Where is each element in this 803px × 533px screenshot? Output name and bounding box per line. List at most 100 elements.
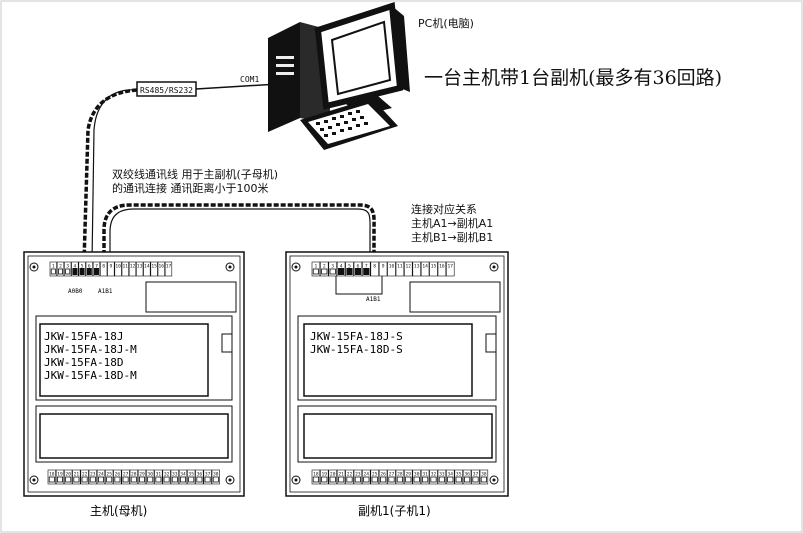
master-top-terminal-7: 7: [92, 261, 101, 277]
master-top-terminal-number: 5: [81, 264, 84, 270]
master-bottom-terminal-24: 24: [96, 469, 106, 485]
slave-top-terminal-2: 2: [320, 261, 329, 277]
slave-top-terminal-9: 9: [378, 261, 388, 277]
master-bottom-terminal-31: 31: [154, 469, 163, 485]
master-top-terminal-4: 4: [71, 261, 79, 277]
slave-bottom-terminal-number: 33: [439, 472, 445, 478]
master-bottom-terminal-21: 21: [72, 469, 81, 485]
master-bottom-terminal-number: 33: [172, 472, 178, 478]
slave-bottom-terminal-35: 35: [454, 469, 463, 485]
master-top-terminal-2: 2: [56, 261, 65, 277]
slave-bottom-terminal-number: 34: [448, 472, 454, 478]
master-top-terminal-number: 4: [74, 264, 77, 270]
slave-bottom-terminal-number: 20: [330, 472, 336, 478]
slave-bottom-terminal-37: 37: [471, 469, 480, 485]
master-bottom-terminal-number: 34: [180, 472, 186, 478]
slave-top-terminal-17: 17: [446, 261, 455, 277]
master-bottom-terminal-number: 23: [90, 472, 96, 478]
master-bottom-terminal-34: 34: [178, 469, 188, 485]
slave-top-terminal-3: 3: [328, 261, 337, 277]
master-top-terminal-6: 6: [85, 261, 93, 277]
master-top-terminal-15: 15: [150, 261, 158, 277]
slave-bottom-terminal-36: 36: [462, 469, 472, 485]
master-bottom-terminal-number: 22: [82, 472, 88, 478]
slave-top-terminal-13: 13: [412, 261, 421, 277]
master-bottom-terminal-25: 25: [105, 469, 114, 485]
master-bottom-terminal-number: 28: [131, 472, 137, 478]
master-top-terminal-14: 14: [143, 261, 151, 277]
master-top-terminal-11: 11: [121, 261, 129, 277]
slave-bottom-terminal-18: 18: [311, 469, 321, 485]
slave-top-terminal-number: 3: [331, 264, 334, 270]
master-bottom-terminal-33: 33: [170, 469, 179, 485]
slave-top-terminal-number: 7: [365, 264, 368, 270]
master-top-terminal-number: 15: [151, 264, 157, 270]
master-bottom-terminal-number: 20: [65, 472, 71, 478]
master-top-terminal-17: 17: [164, 261, 173, 277]
master-model-1: JKW-15FA-18J: [44, 330, 123, 343]
master-top-terminal-number: 11: [123, 264, 129, 270]
com1-label: COM1: [240, 75, 259, 84]
master-bottom-terminal-number: 38: [213, 472, 219, 478]
slave-bottom-terminal-number: 30: [414, 472, 420, 478]
slave-bottom-terminal-number: 31: [422, 472, 428, 478]
slave-top-terminal-6: 6: [353, 261, 363, 277]
master-top-terminal-number: 13: [137, 264, 143, 270]
slave-bottom-terminal-number: 26: [380, 472, 386, 478]
slave-bottom-terminal-33: 33: [437, 469, 447, 485]
slave-bottom-terminal-30: 30: [412, 469, 421, 485]
slave-bottom-terminal-number: 19: [322, 472, 328, 478]
master-bottom-terminal-22: 22: [80, 469, 89, 485]
master-top-terminal-1: 1: [49, 261, 57, 277]
master-bottom-terminal-number: 19: [57, 472, 63, 478]
slave-bottom-terminal-number: 28: [397, 472, 403, 478]
master-bottom-terminal-number: 36: [197, 472, 203, 478]
master-top-terminal-number: 1: [52, 264, 55, 270]
master-bottom-terminal-36: 36: [195, 469, 204, 485]
master-model-3: JKW-15FA-18D: [44, 356, 123, 369]
slave-model-1: JKW-15FA-18J-S: [310, 330, 403, 343]
slave-bottom-terminal-number: 27: [389, 472, 395, 478]
slave-top-terminal-number: 1: [315, 264, 318, 270]
master-bottom-terminal-18: 18: [47, 469, 56, 485]
slave-top-terminal-number: 13: [414, 264, 420, 270]
slave-bottom-terminal-number: 32: [431, 472, 437, 478]
slave-bottom-terminal-number: 23: [355, 472, 361, 478]
slave-bottom-terminal-number: 36: [464, 472, 470, 478]
master-model-4: JKW-15FA-18D-M: [44, 369, 137, 382]
master-top-terminal-13: 13: [136, 261, 144, 277]
slave-bottom-terminal-32: 32: [429, 469, 438, 485]
slave-bottom-terminal-number: 24: [364, 472, 370, 478]
slave-model-2: JKW-15FA-18D-S: [310, 343, 403, 356]
slave-top-terminal-12: 12: [404, 261, 413, 277]
master-bottom-terminal-26: 26: [113, 469, 122, 485]
master-model-2: JKW-15FA-18J-M: [44, 343, 137, 356]
master-bottom-terminal-38: 38: [211, 469, 220, 485]
slave-bottom-terminal-20: 20: [328, 469, 337, 485]
slave-bottom-terminal-27: 27: [387, 469, 396, 485]
slave-top-terminal-number: 10: [389, 264, 395, 270]
slave-bottom-terminal-24: 24: [362, 469, 371, 485]
master-top-terminal-10: 10: [114, 261, 122, 277]
slave-bottom-terminal-34: 34: [446, 469, 455, 485]
master-port-label-a0b0: A0B0: [68, 288, 83, 295]
slave-top-terminal-number: 11: [397, 264, 403, 270]
slave-top-terminal-16: 16: [437, 261, 447, 277]
cable-note-line1: 双绞线通讯线 用于主副机(子母机): [112, 167, 278, 181]
master-top-terminal-16: 16: [157, 261, 165, 277]
master-bottom-terminal-number: 31: [156, 472, 162, 478]
headline: 一台主机带1台副机(最多有36回路): [424, 67, 722, 89]
master-bottom-terminal-37: 37: [203, 469, 212, 485]
master-caption: 主机(母机): [90, 504, 147, 518]
converter-label: RS485/RS232: [140, 86, 193, 95]
master-bottom-terminal-27: 27: [121, 469, 130, 485]
master-bottom-terminal-number: 24: [98, 472, 104, 478]
slave-top-terminal-number: 14: [422, 264, 428, 270]
slave-top-terminal-7: 7: [362, 261, 371, 277]
slave-bottom-terminal-number: 25: [372, 472, 378, 478]
slave-bottom-terminal-number: 18: [313, 472, 319, 478]
master-port-label-a1b1: A1B1: [98, 288, 113, 295]
slave-bottom-terminal-number: 29: [406, 472, 412, 478]
